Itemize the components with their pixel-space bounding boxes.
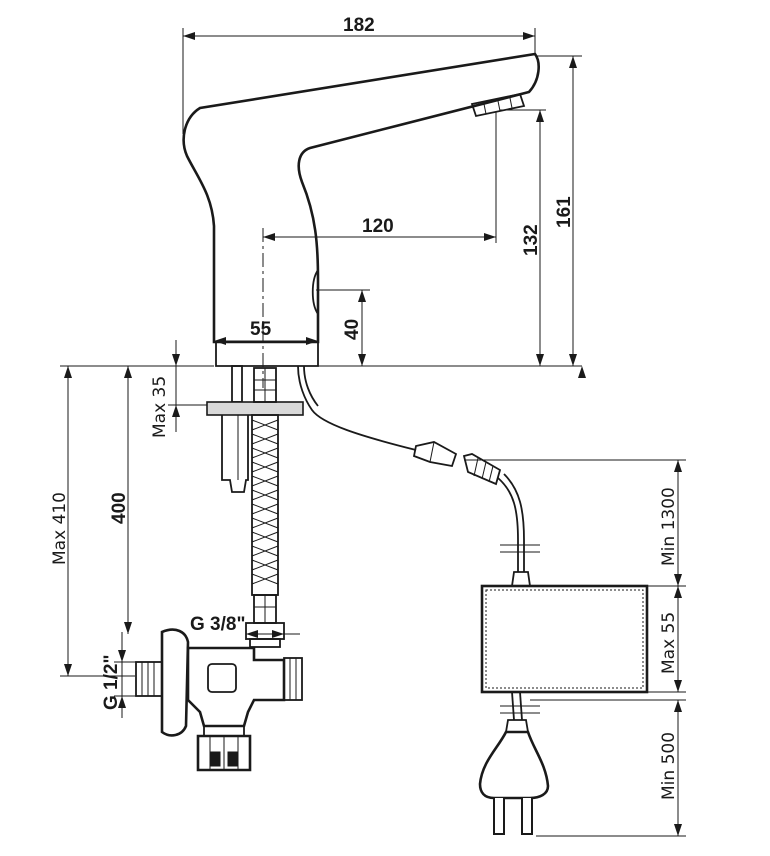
dim-width-total: 182 bbox=[182, 15, 536, 134]
dim-plug-cable: Min 500 bbox=[530, 699, 686, 837]
cable-connector bbox=[412, 441, 540, 587]
faucet-body bbox=[182, 52, 540, 367]
dim-spout-height: 132 bbox=[500, 109, 546, 366]
dim-reach: 120 bbox=[263, 112, 497, 243]
label-reach: 120 bbox=[362, 216, 394, 237]
dim-sensor: 40 bbox=[316, 289, 370, 366]
label-deck: Max 35 bbox=[150, 376, 170, 438]
label-plug-cable: Min 500 bbox=[659, 732, 679, 800]
dim-base: 55 bbox=[214, 228, 318, 388]
dim-height-total: 161 bbox=[318, 55, 586, 378]
mounting-assembly bbox=[206, 365, 417, 648]
label-sensor: 40 bbox=[342, 319, 363, 340]
dim-inlet-thread: G 1/2" bbox=[101, 632, 136, 718]
dim-cable-min: Min 1300 bbox=[464, 459, 686, 587]
label-hose: 400 bbox=[109, 492, 130, 524]
label-max-length: Max 410 bbox=[50, 492, 70, 565]
dim-box-max: Max 55 bbox=[647, 586, 686, 693]
dim-hose: 400 bbox=[109, 365, 214, 634]
label-width-total: 182 bbox=[343, 15, 375, 36]
label-outlet-thread: G 3/8" bbox=[190, 614, 245, 635]
label-spout-height: 132 bbox=[521, 224, 542, 256]
label-height-total: 161 bbox=[554, 196, 575, 228]
dim-outlet-thread: G 3/8" bbox=[190, 614, 300, 640]
angle-valve bbox=[135, 628, 303, 772]
control-box bbox=[480, 584, 649, 694]
label-inlet-thread: G 1/2" bbox=[101, 655, 122, 710]
label-cable-min: Min 1300 bbox=[659, 487, 679, 566]
dim-max-length: Max 410 bbox=[50, 365, 135, 677]
dim-deck: Max 35 bbox=[150, 340, 214, 438]
label-base: 55 bbox=[250, 319, 272, 340]
power-plug bbox=[478, 691, 550, 835]
label-box-max: Max 55 bbox=[659, 612, 679, 674]
